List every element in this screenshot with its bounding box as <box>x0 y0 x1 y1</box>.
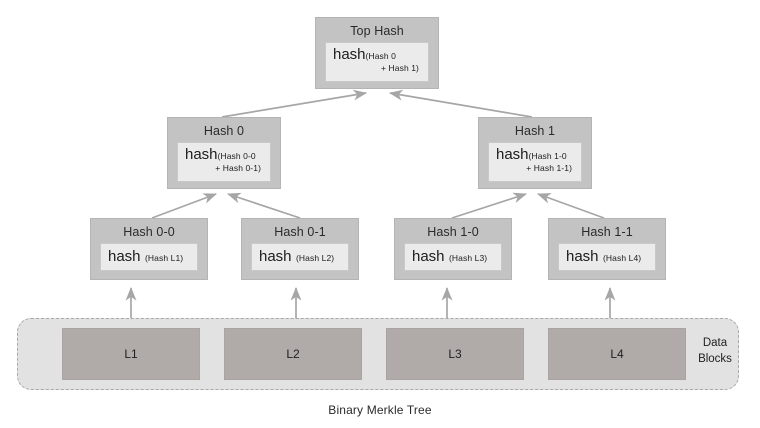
hash-args-line1: (Hash 0-0 <box>217 151 256 161</box>
edge-hash01-to-hash0 <box>227 192 301 219</box>
node-hash-0-0-title: Hash 0-0 <box>123 225 175 239</box>
hash-word: hash <box>333 46 366 63</box>
data-block-label: L1 <box>124 347 138 361</box>
node-hash-1-0-title: Hash 1-0 <box>427 225 479 239</box>
data-block-label: L3 <box>448 347 462 361</box>
node-top-hash[interactable]: Top Hash hash(Hash 0 + Hash 1) <box>315 17 439 89</box>
edge-hash0-to-top <box>221 89 368 118</box>
node-hash-1-1[interactable]: Hash 1-1 hash (Hash L4) <box>548 218 666 280</box>
data-block-label: L2 <box>286 347 300 361</box>
hash-args-line1: (Hash 1-0 <box>528 151 567 161</box>
node-hash-1-value: hash(Hash 1-0 + Hash 1-1) <box>488 142 582 182</box>
hash-word: hash <box>185 146 218 163</box>
edge-hash11-to-hash1 <box>537 193 605 219</box>
diagram-caption: Binary Merkle Tree <box>328 403 432 417</box>
data-block-l2[interactable]: L2 <box>224 328 362 380</box>
node-top-hash-value: hash(Hash 0 + Hash 1) <box>325 42 429 82</box>
hash-args-line1: (Hash 0 <box>365 51 396 61</box>
node-hash-0-0-value: hash (Hash L1) <box>100 243 198 271</box>
data-blocks-label: Data Blocks <box>698 337 732 365</box>
hash-args-line1: (Hash L2) <box>295 253 335 263</box>
node-hash-1-1-value: hash (Hash L4) <box>558 243 656 271</box>
hash-word: hash <box>259 248 292 265</box>
hash-word: hash <box>108 248 141 265</box>
node-hash-1-1-title: Hash 1-1 <box>581 225 633 239</box>
edge-hash10-to-hash1 <box>451 192 527 219</box>
data-block-label: L4 <box>610 347 624 361</box>
hash-word: hash <box>566 248 599 265</box>
hash-word: hash <box>496 146 529 163</box>
hash-args-line2: + Hash 1) <box>381 63 419 73</box>
node-hash-0-1[interactable]: Hash 0-1 hash (Hash L2) <box>241 218 359 280</box>
node-top-hash-title: Top Hash <box>350 24 404 38</box>
node-hash-0-0[interactable]: Hash 0-0 hash (Hash L1) <box>90 218 208 280</box>
node-hash-0-1-title: Hash 0-1 <box>274 225 326 239</box>
data-block-l1[interactable]: L1 <box>62 328 200 380</box>
node-hash-1-0[interactable]: Hash 1-0 hash (Hash L3) <box>394 218 512 280</box>
data-block-l3[interactable]: L3 <box>386 328 524 380</box>
data-block-l4[interactable]: L4 <box>548 328 686 380</box>
hash-word: hash <box>412 248 445 265</box>
node-hash-1-0-value: hash (Hash L3) <box>404 243 502 271</box>
hash-args-line1: (Hash L4) <box>602 253 642 263</box>
node-hash-0[interactable]: Hash 0 hash(Hash 0-0 + Hash 0-1) <box>167 117 281 189</box>
node-hash-0-value: hash(Hash 0-0 + Hash 0-1) <box>177 142 271 182</box>
edge-hash00-to-hash0 <box>151 193 217 219</box>
hash-args-line1: (Hash L1) <box>144 253 184 263</box>
node-hash-0-1-value: hash (Hash L2) <box>251 243 349 271</box>
node-hash-0-title: Hash 0 <box>203 124 245 138</box>
hash-args-line1: (Hash L3) <box>448 253 488 263</box>
hash-args-line2: + Hash 0-1) <box>215 163 261 173</box>
hash-args-line2: + Hash 1-1) <box>526 163 572 173</box>
node-hash-1[interactable]: Hash 1 hash(Hash 1-0 + Hash 1-1) <box>478 117 592 189</box>
edge-hash1-to-top <box>388 89 533 118</box>
node-hash-1-title: Hash 1 <box>514 124 556 138</box>
